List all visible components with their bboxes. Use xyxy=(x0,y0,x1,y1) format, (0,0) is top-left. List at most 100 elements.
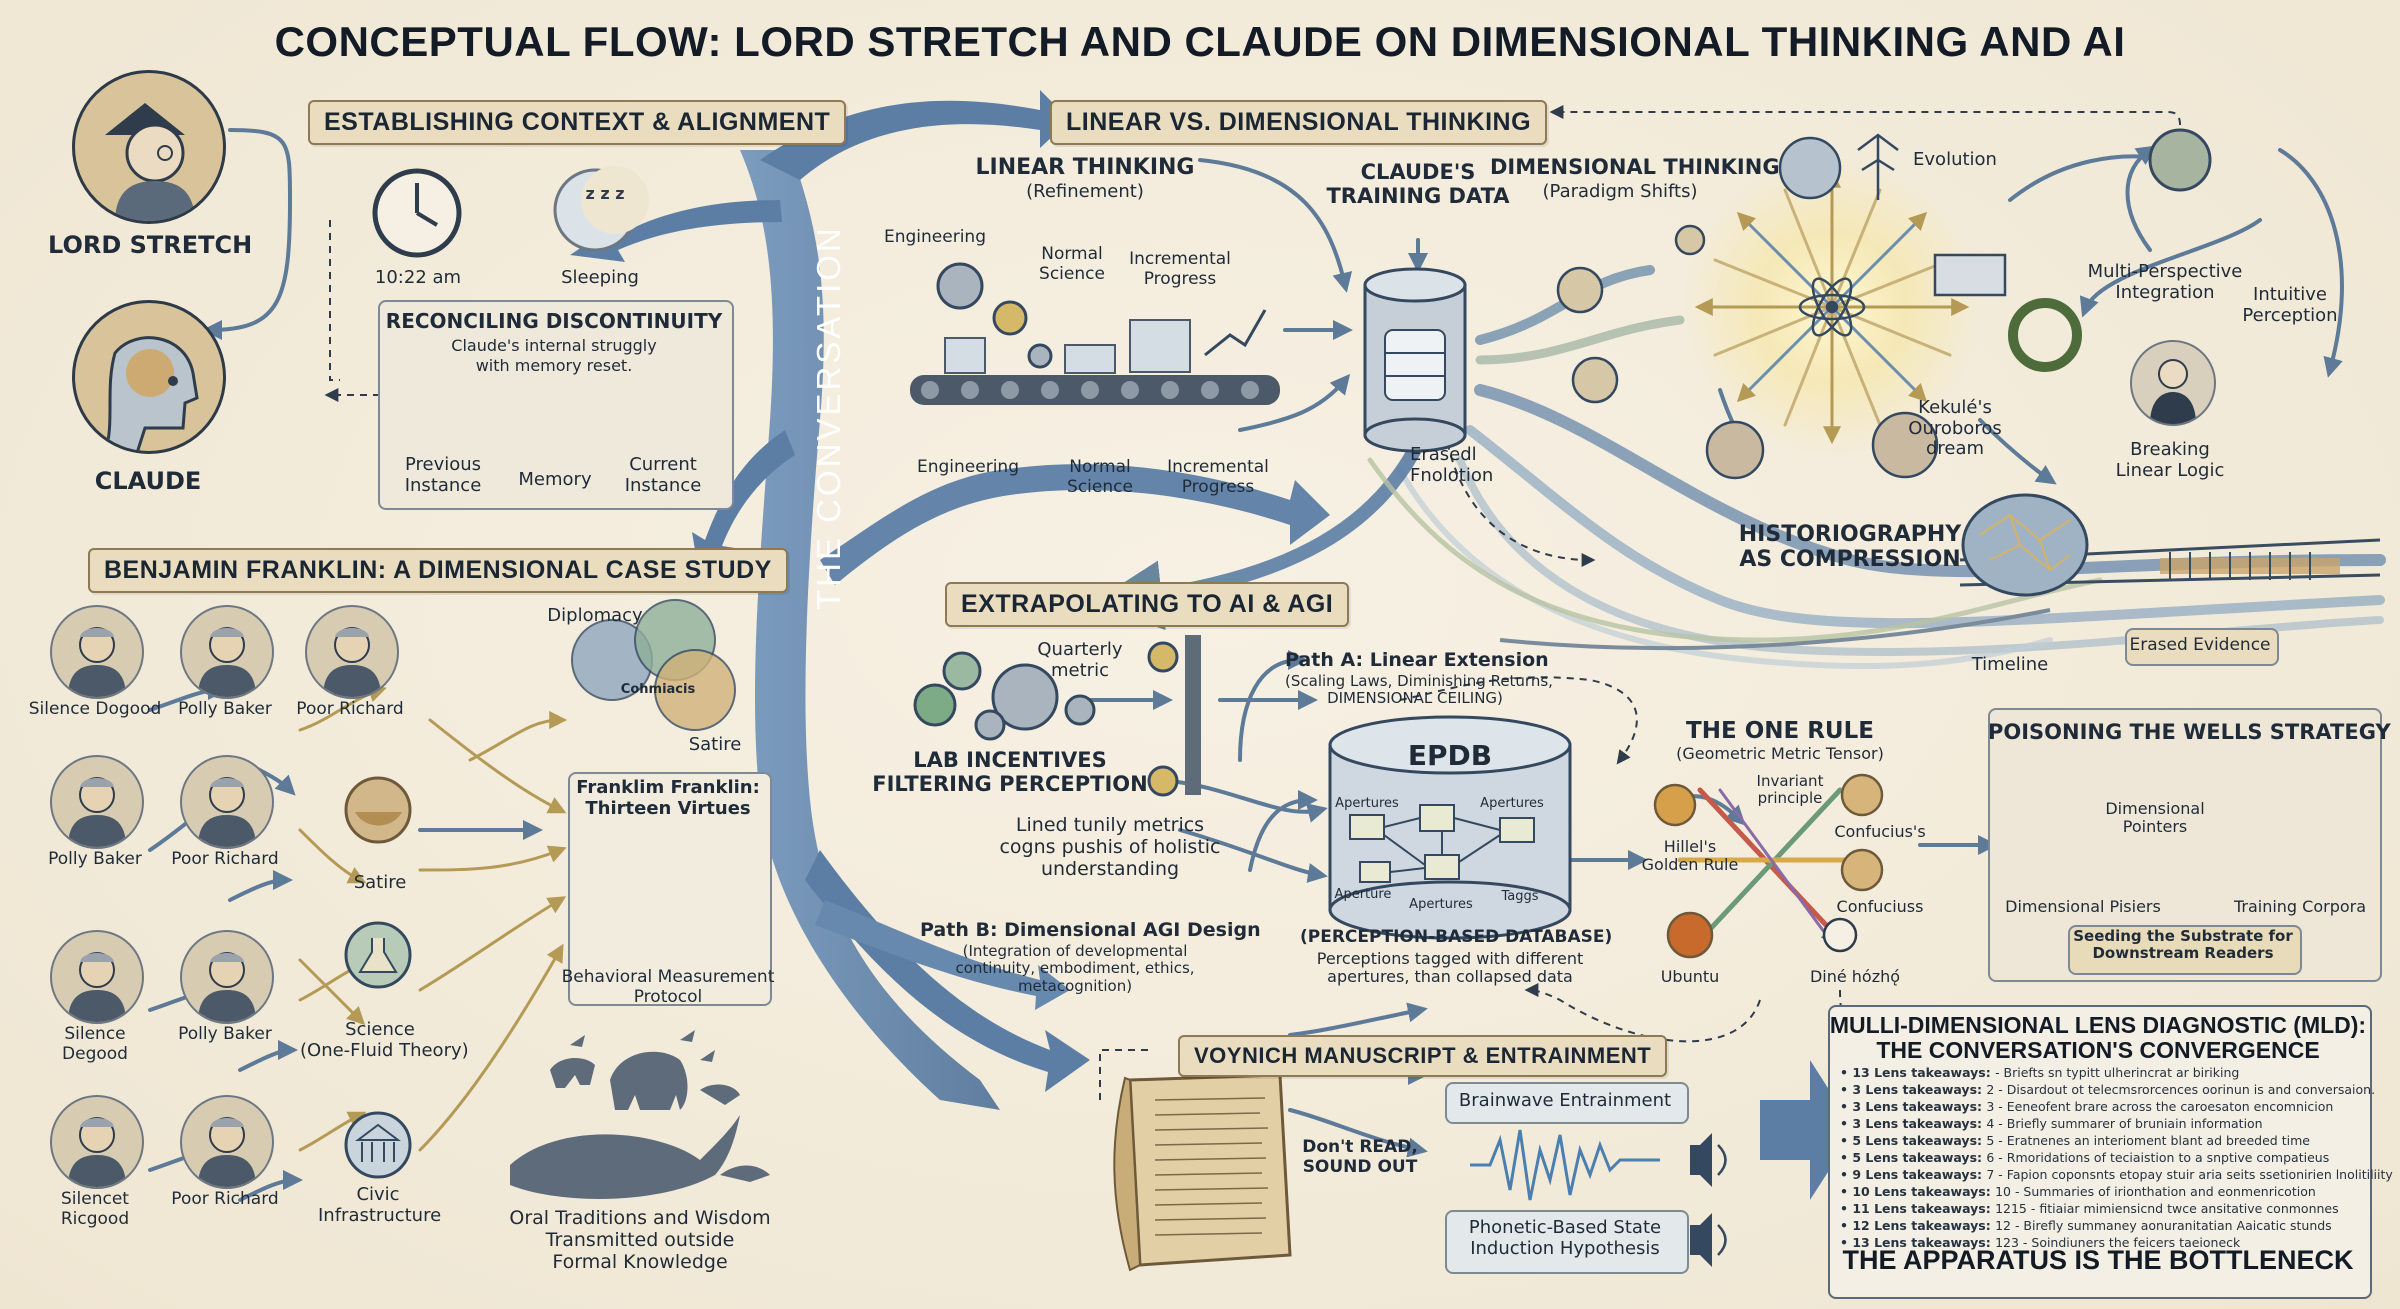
mld-line-value: 123 - Soindiuners the feicers taeioneck xyxy=(1995,1235,2241,1250)
virtues-caption: Behavioral Measurement Protocol xyxy=(561,967,775,1007)
mld-line-value: 7 - Fapion coponsnts etopay stuir aria s… xyxy=(1986,1167,2393,1182)
multi-perspective-label: Multi-Perspective Integration xyxy=(2087,261,2243,303)
mld-line: • 12 Lens takeaways: 12 - Birefly summan… xyxy=(1840,1217,2360,1234)
banner-voynich: VOYNICH MANUSCRIPT & ENTRAINMENT xyxy=(1178,1035,1668,1077)
zzz-glyph: z z z xyxy=(585,184,625,203)
reconcile-title: RECONCILING DISCONTINUITY xyxy=(385,309,723,333)
banner-ai: EXTRAPOLATING TO AI & AGI xyxy=(945,582,1350,627)
mld-line-key: • 10 Lens takeaways: xyxy=(1840,1184,1996,1199)
confucius1-label: Confucius's xyxy=(1834,822,1926,841)
claude-label: CLAUDE xyxy=(94,467,202,495)
virtues-box xyxy=(568,772,772,1006)
sound-out-label: Don't READ, SOUND OUT xyxy=(1302,1137,1418,1177)
franklin-face-icon xyxy=(198,952,256,1022)
training-data-cylinder xyxy=(1363,267,1467,453)
conveyor-belt xyxy=(910,309,1280,405)
mld-line-key: • 5 Lens takeaways: xyxy=(1840,1133,1987,1148)
page-title: CONCEPTUAL FLOW: LORD STRETCH AND CLAUDE… xyxy=(274,18,2126,65)
dimensional-sub: (Paradigm Shifts) xyxy=(1542,181,1698,202)
domain-satire: Satire xyxy=(353,872,407,893)
mld-line-key: • 9 Lens takeaways: xyxy=(1840,1167,1987,1182)
path-b-sub: (Integration of developmental continuity… xyxy=(955,942,1195,995)
mld-line-key: • 5 Lens takeaways: xyxy=(1840,1150,1987,1165)
seeding-box xyxy=(2068,925,2302,975)
persona-portrait xyxy=(180,755,274,849)
animal-silhouettes xyxy=(510,1030,770,1199)
mld-line-value: 5 - Eratnenes an interioment blant ad br… xyxy=(1986,1133,2310,1148)
filter-wall xyxy=(1185,635,1201,795)
mld-line: • 13 Lens takeaways: 123 - Soindiuners t… xyxy=(1840,1234,2360,1251)
persona-label: Poor Richard xyxy=(296,699,404,719)
erased-evidence-box xyxy=(2125,628,2279,666)
culture-circles xyxy=(1653,773,1884,959)
persona-portrait xyxy=(305,605,399,699)
ubuntu-label: Ubuntu xyxy=(1660,967,1720,986)
linear-top-label: Incremental Progress xyxy=(1129,249,1231,289)
claude-portrait xyxy=(72,300,226,454)
breaking-linear-portrait xyxy=(2130,340,2216,426)
mld-line-key: • 11 Lens takeaways: xyxy=(1840,1201,1996,1216)
chain-previous-label: Previous Instance xyxy=(404,454,482,496)
mld-line-key: • 3 Lens takeaways: xyxy=(1840,1099,1987,1114)
chain-current-label: Current Instance xyxy=(624,454,702,496)
clock-icon xyxy=(372,168,462,258)
erased-evidence-label: Erased Evidence xyxy=(2129,635,2271,655)
mld-line-value: 4 - Briefly summarer of bruniain informa… xyxy=(1986,1116,2263,1131)
epdb-caption: (PERCEPTION-BASED DATABASE) xyxy=(1300,927,1613,947)
persona-label: Silencet Ricgood xyxy=(60,1189,130,1229)
poisoning-box xyxy=(1988,708,2382,982)
dimensional-title: DIMENSIONAL THINKING xyxy=(1490,155,1780,179)
path-b-title: Path B: Dimensional AGI Design xyxy=(920,919,1261,941)
mld-footer: THE APPARATUS IS THE BOTTLENECK xyxy=(1842,1245,2354,1275)
mld-line: • 11 Lens takeaways: 1215 - fitiaiar mim… xyxy=(1840,1200,2360,1217)
dimensional-pointers-label: Dimensional Pointers xyxy=(2105,799,2205,837)
persona-portrait xyxy=(50,605,144,699)
reconcile-box xyxy=(378,300,734,510)
phonetic-box xyxy=(1445,1210,1689,1274)
linear-top-label: Engineering xyxy=(884,227,986,247)
mld-line-key: • 3 Lens takeaways: xyxy=(1840,1082,1987,1097)
venn-center-label: Cohmiacis xyxy=(620,682,696,697)
mld-subtitle: THE CONVERSATION'S CONVERGENCE xyxy=(1876,1037,2320,1063)
mld-line-value: 6 - Rmoridations of teciaistion to a snp… xyxy=(1986,1150,2330,1165)
training-corpora-label: Training Corpora xyxy=(2233,897,2367,916)
domain-diplomacy: Diplomacy xyxy=(547,605,643,626)
training-data-label: CLAUDE'S TRAINING DATA xyxy=(1326,160,1510,209)
confucius2-label: Confuciuss xyxy=(1836,897,1924,916)
speaker-icons xyxy=(1690,1133,1727,1267)
brainwave-icon xyxy=(1470,1129,1660,1201)
timeline-label: Timeline xyxy=(1971,654,2049,675)
spine-branch-ai xyxy=(820,464,1330,585)
epdb-aperture-label: Apertures xyxy=(1480,796,1544,811)
brainwave-label: Brainwave Entrainment xyxy=(1458,1090,1672,1111)
domain-civic: Civic Infrastructure xyxy=(318,1184,442,1226)
mld-line-value: 1215 - fitiaiar mimiensicnd twce ansitat… xyxy=(1995,1201,2339,1216)
franklin-face-icon xyxy=(68,777,126,847)
breaking-linear-label: Breaking Linear Logic xyxy=(2115,439,2225,481)
erased-evolution-label: Erasedl Fnolotion xyxy=(1410,444,1494,486)
intuitive-perception-label: Intuitive Perception xyxy=(2242,284,2338,326)
linear-top-label: Normal Science xyxy=(1039,244,1105,284)
franklin-face-icon xyxy=(68,627,126,697)
mld-line: • 5 Lens takeaways: 5 - Eratnenes an int… xyxy=(1840,1132,2360,1149)
persona-label: Polly Baker xyxy=(178,1024,272,1044)
franklin-face-icon xyxy=(68,952,126,1022)
philosopher-portrait-icon xyxy=(2150,359,2196,424)
linear-sub: (Refinement) xyxy=(1026,181,1144,202)
mld-line-value: 12 - Birefly summaney aonuranitatian Aai… xyxy=(1995,1218,2332,1233)
invariant-label: Invariant principle xyxy=(1756,772,1824,808)
persona-portrait xyxy=(180,605,274,699)
chain-memory-label: Memory xyxy=(518,469,592,490)
franklin-face-icon xyxy=(198,1117,256,1187)
epdb-aperture-label: Apertures xyxy=(1335,796,1399,811)
epdb-aperture-label: Apertures xyxy=(1409,897,1473,912)
spine-branch-voynich xyxy=(805,850,1090,1092)
mld-line: • 3 Lens takeaways: 2 - Disardout ot tel… xyxy=(1840,1081,2375,1098)
dollar-gear-icons xyxy=(913,641,1179,797)
one-rule-title: THE ONE RULE xyxy=(1686,718,1874,744)
epdb-sub: Perceptions tagged with different apertu… xyxy=(1316,949,1584,987)
oral-traditions-label: Oral Traditions and Wisdom Transmitted o… xyxy=(509,1207,771,1273)
reconcile-sub-1: Claude's internal struggly xyxy=(451,336,657,355)
historiography-label: HISTORIOGRAPHY AS COMPRESSION xyxy=(1738,522,1962,573)
